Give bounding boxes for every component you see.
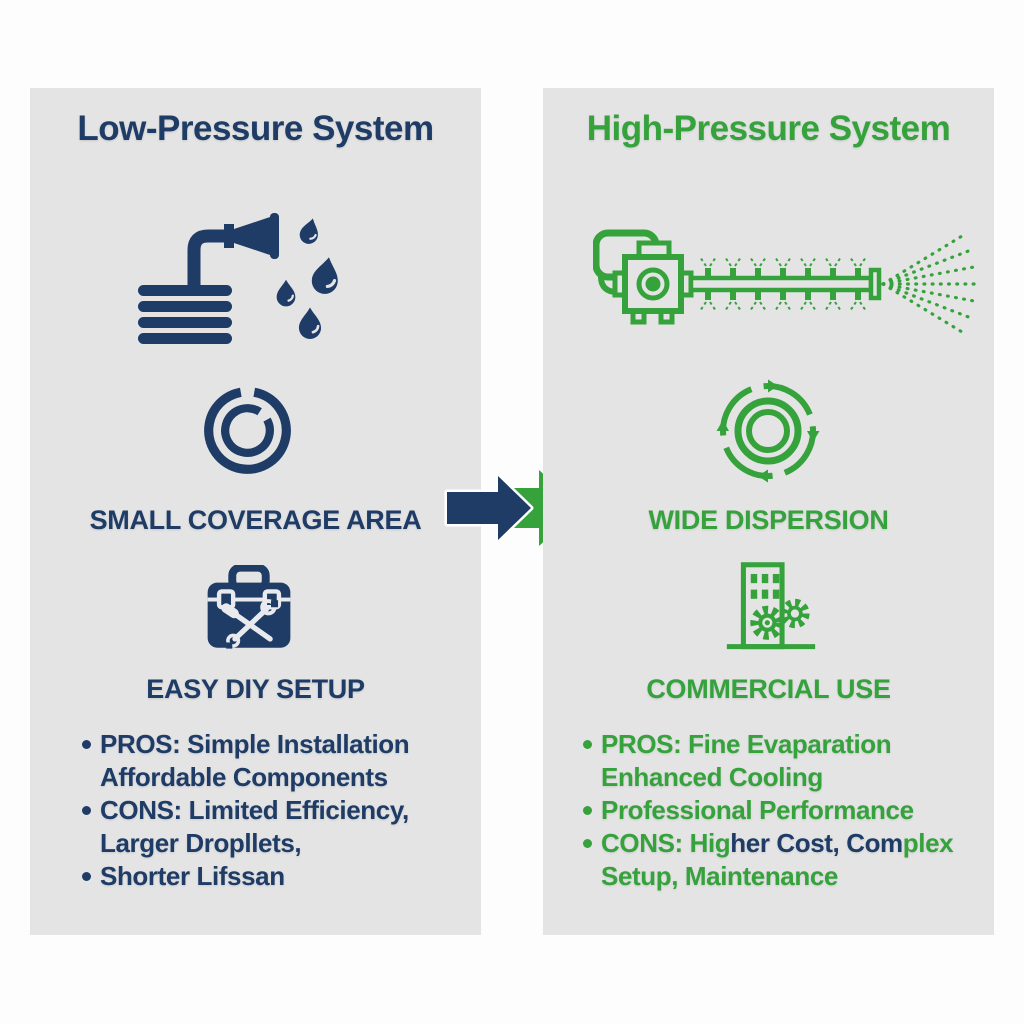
- high-pressure-title: High-Pressure System: [586, 109, 951, 148]
- bullet-indent: [82, 839, 91, 848]
- easy-diy-label: EASY DIY SETUP: [146, 674, 365, 704]
- low-pressure-pros-cons: PROS: Simple Installation Affordable Com…: [30, 728, 473, 893]
- high-pressure-pros-cons: PROS: Fine Evaparation Enhanced Cooling …: [543, 728, 986, 893]
- list-item: Affordable Components: [82, 761, 473, 794]
- bullet-text: PROS: Fine Evaparation: [601, 729, 892, 759]
- toolbox-tools-icon: [207, 565, 291, 649]
- list-item: PROS: Fine Evaparation: [583, 728, 986, 761]
- bullet-text-mixed: CONS: Higher Cost, Complex: [601, 827, 954, 860]
- bullet-dot: [82, 872, 91, 881]
- bullet-text: CONS: Limited Efficiency,: [100, 795, 409, 825]
- commercial-use-label: COMMERCIAL USE: [646, 674, 891, 704]
- bullet-text: Affordable Components: [100, 762, 388, 792]
- bullet-dot: [82, 806, 91, 815]
- bullet-indent: [583, 872, 592, 881]
- gear-large: [750, 605, 785, 640]
- bullet-dot: [82, 740, 91, 749]
- pump-misting-line-spray-icon: [593, 229, 977, 337]
- low-pressure-panel: Low-Pressure System: [30, 88, 481, 935]
- spray-fan: [881, 231, 977, 337]
- bullet-text: Larger Dropllets,: [100, 828, 302, 858]
- cons-segment-green: plex: [902, 828, 954, 858]
- bullet-indent: [82, 773, 91, 782]
- wide-dispersion-circles-icon: [716, 379, 820, 483]
- cons-segment-green: CONS: Hig: [601, 828, 731, 858]
- list-item: CONS: Limited Efficiency,: [82, 794, 473, 827]
- bullet-dot: [583, 806, 592, 815]
- wide-dispersion-label: WIDE DISPERSION: [648, 505, 889, 535]
- bullet-text: Setup, Maintenance: [601, 861, 838, 891]
- bullet-text: PROS: Simple Installation: [100, 729, 410, 759]
- misting-nozzles: [699, 256, 867, 312]
- list-item: CONS: Higher Cost, Complex: [583, 827, 986, 860]
- small-coverage-label: SMALL COVERAGE AREA: [89, 505, 422, 535]
- low-pressure-title: Low-Pressure System: [77, 109, 434, 148]
- bullet-text: Professional Performance: [601, 795, 914, 825]
- coverage-target-icon: [204, 387, 291, 474]
- bullet-indent: [583, 773, 592, 782]
- list-item: Larger Dropllets,: [82, 827, 473, 860]
- bullet-dot: [583, 740, 592, 749]
- list-item: Shorter Lifssan: [82, 860, 473, 893]
- list-item: PROS: Simple Installation: [82, 728, 473, 761]
- garden-hose-water-drops-icon: [138, 213, 338, 344]
- list-item: Professional Performance: [583, 794, 986, 827]
- list-item: Enhanced Cooling: [583, 761, 986, 794]
- list-item: Setup, Maintenance: [583, 860, 986, 893]
- bullet-text: Shorter Lifssan: [100, 861, 285, 891]
- cons-segment-navy: her Cost, Com: [730, 828, 903, 858]
- gear-small: [780, 598, 810, 629]
- building-gears-icon: [726, 562, 816, 650]
- bullet-dot: [583, 839, 592, 848]
- bullet-text: Enhanced Cooling: [601, 762, 823, 792]
- high-pressure-panel: High-Pressure System: [543, 88, 994, 935]
